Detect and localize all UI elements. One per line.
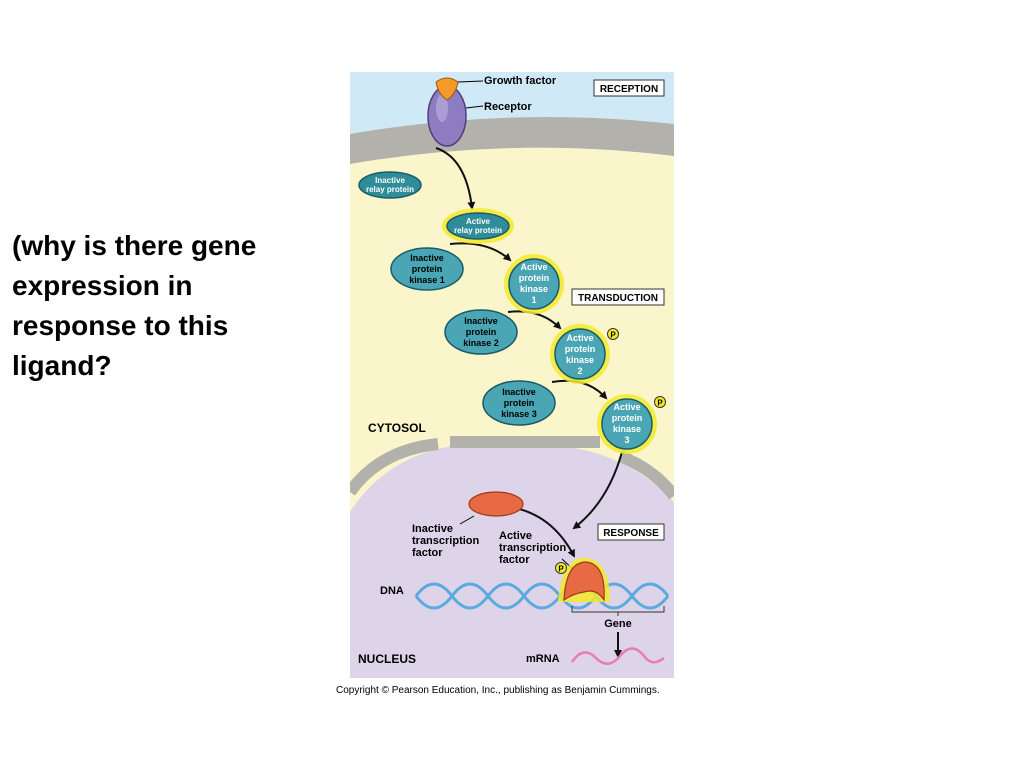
phosphate-group: P <box>607 328 619 340</box>
active-protein-kinase-1: Active protein kinase 1 <box>504 254 564 314</box>
protein-label-line: protein <box>466 327 497 337</box>
protein-label-line: 3 <box>624 435 629 445</box>
protein-label-line: Active <box>466 217 491 226</box>
growth-factor <box>435 77 459 101</box>
response-label-box: RESPONSE <box>597 523 665 541</box>
signaling-pathway-figure: RECEPTION TRANSDUCTION RESPONSE Growth f… <box>350 72 674 678</box>
copyright-notice: Copyright © Pearson Education, Inc., pub… <box>336 685 660 696</box>
protein-label-line: relay protein <box>366 185 414 194</box>
protein-label-line: kinase <box>566 355 594 365</box>
protein-label-line: kinase <box>613 424 641 434</box>
protein-label-line: Inactive <box>464 316 498 326</box>
question-line: (why is there gene <box>12 230 257 261</box>
label-line: Inactive <box>412 523 453 535</box>
phosphate-group: P <box>654 396 666 408</box>
protein-label-line: 2 <box>577 366 582 376</box>
signal-arrow <box>572 451 623 530</box>
protein-label-line: relay protein <box>454 226 502 235</box>
reception-label: RECEPTION <box>600 84 658 95</box>
inactive-protein-kinase-1: Inactive protein kinase 1 <box>390 247 464 291</box>
protein-label-line: kinase 3 <box>501 409 537 419</box>
protein-label-line: protein <box>519 273 550 283</box>
nuclear-envelope <box>617 450 674 500</box>
active-transcription-factor <box>558 557 610 602</box>
leader-line <box>465 105 484 109</box>
label-line: transcription <box>412 535 480 547</box>
phosphate-label: P <box>558 565 564 574</box>
protein-label-line: kinase <box>520 284 548 294</box>
dna-strand <box>414 582 670 610</box>
transduction-label: TRANSDUCTION <box>578 293 658 304</box>
dna-label: DNA <box>380 585 404 597</box>
label-line: Active <box>499 530 532 542</box>
phosphate-label: P <box>610 331 616 340</box>
protein-label-line: protein <box>612 413 643 423</box>
label-line: transcription <box>499 542 567 554</box>
question-line: response to this <box>12 310 229 341</box>
receptor-label: Receptor <box>484 101 532 113</box>
inactive-relay-protein: Inactive relay protein <box>358 171 422 199</box>
phosphate-group: P <box>555 562 567 574</box>
active-protein-kinase-2: Active protein kinase 2 <box>550 324 610 384</box>
protein-label-line: kinase 1 <box>409 275 445 285</box>
active-relay-protein: Active relay protein <box>442 208 514 244</box>
protein-label-line: Active <box>520 262 547 272</box>
active-protein-kinase-3: Active protein kinase 3 <box>597 394 657 454</box>
protein-label-line: Active <box>566 333 593 343</box>
inactive-protein-kinase-2: Inactive protein kinase 2 <box>444 309 518 355</box>
label-line: factor <box>412 547 443 559</box>
nuclear-envelope <box>350 438 439 496</box>
protein-label-line: Inactive <box>410 253 444 263</box>
transduction-label-box: TRANSDUCTION <box>571 288 665 306</box>
protein-label-line: Inactive <box>375 176 405 185</box>
pathway-diagram: RECEPTION TRANSDUCTION RESPONSE Growth f… <box>350 72 674 678</box>
cytosol-label: CYTOSOL <box>368 421 426 435</box>
inactive-transcription-factor-label: Inactive transcription factor <box>412 523 480 559</box>
leader-line <box>457 80 484 83</box>
nucleus-label: NUCLEUS <box>358 652 416 666</box>
protein-label-line: protein <box>504 398 535 408</box>
protein-label-line: Inactive <box>502 387 536 397</box>
inactive-protein-kinase-3: Inactive protein kinase 3 <box>482 380 556 426</box>
protein-label-line: 1 <box>531 295 536 305</box>
mrna-strand <box>570 647 665 665</box>
phosphate-label: P <box>657 399 663 408</box>
protein-label-line: protein <box>412 264 443 274</box>
signal-arrow <box>449 242 512 262</box>
protein-label-line: Active <box>613 402 640 412</box>
inactive-transcription-factor <box>468 491 524 517</box>
question-line: ligand? <box>12 350 112 381</box>
protein-label-line: kinase 2 <box>463 338 499 348</box>
response-label: RESPONSE <box>603 528 659 539</box>
dna-strand <box>414 582 670 610</box>
nucleus-region <box>350 444 674 678</box>
question-line: expression in <box>12 270 193 301</box>
signal-arrow <box>507 310 562 330</box>
gene-label: Gene <box>604 618 632 630</box>
mrna-label: mRNA <box>526 653 560 665</box>
reception-label-box: RECEPTION <box>593 79 665 97</box>
protein-label-line: protein <box>565 344 596 354</box>
leader-line <box>459 515 475 525</box>
signal-arrow <box>435 147 476 210</box>
active-transcription-factor-label: Active transcription factor <box>499 530 567 566</box>
label-line: factor <box>499 554 530 566</box>
slide-question: (why is there gene expression in respons… <box>12 226 332 386</box>
growth-factor-label: Growth factor <box>484 75 557 87</box>
